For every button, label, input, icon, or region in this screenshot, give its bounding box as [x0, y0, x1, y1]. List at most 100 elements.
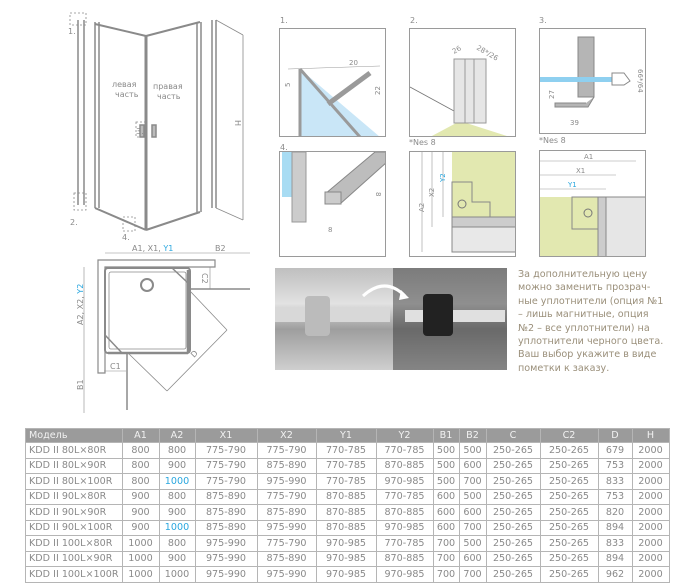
detail-6-dim-y1: Y1 [567, 181, 577, 189]
table-cell: 970-985 [375, 473, 434, 490]
model-cell: KDD II 90L×100R [25, 519, 123, 536]
column-header: X1 [194, 428, 258, 443]
table-cell: 500 [458, 442, 487, 459]
table-cell: 970-985 [375, 566, 434, 583]
dim-d-label: D [189, 349, 200, 360]
table-cell: 875-890 [256, 550, 317, 567]
table-cell: 894 [597, 519, 633, 536]
table-cell: 250-265 [485, 442, 541, 459]
table-cell: 250-265 [485, 535, 541, 552]
table-cell: 800 [158, 535, 196, 552]
left-part-label-2: часть [115, 90, 139, 99]
table-cell: 600 [432, 519, 460, 536]
column-header: H [631, 428, 670, 443]
table-cell: 600 [458, 504, 487, 521]
detail-2-dim-26: 26 [451, 44, 463, 56]
table-cell: 770-785 [315, 473, 377, 490]
table-cell: 500 [432, 473, 460, 490]
table-cell: 875-890 [256, 457, 317, 474]
table-cell: 2000 [631, 535, 670, 552]
table-cell: 975-990 [256, 473, 317, 490]
table-cell: 775-790 [194, 442, 258, 459]
table-cell: 1000 [121, 566, 160, 583]
detail-3-dim-27: 27 [548, 90, 556, 99]
table-cell: 250-265 [539, 488, 599, 505]
model-cell: KDD II 100L×100R [25, 566, 123, 583]
detail-3-box: 66*/64 27 39 [539, 28, 646, 134]
table-cell: 250-265 [485, 473, 541, 490]
detail-5-dim-x2: X2 [428, 188, 436, 197]
detail-1-label: 1. [280, 16, 288, 25]
table-cell: 775-790 [194, 457, 258, 474]
table-cell: 875-890 [194, 519, 258, 536]
table-cell: 970-985 [315, 566, 377, 583]
table-cell: 600 [432, 488, 460, 505]
right-part-label-1: правая [153, 82, 183, 91]
table-cell: 250-265 [539, 504, 599, 521]
detail-1-dim-20: 20 [349, 59, 358, 67]
table-cell: 2000 [631, 473, 670, 490]
table-cell: 1000 [121, 550, 160, 567]
table-cell: 770-785 [375, 535, 434, 552]
table-cell: 970-985 [375, 519, 434, 536]
table-cell: 2000 [631, 442, 670, 459]
note-line: За дополнительную цену [518, 269, 648, 280]
note-line: уплотнители черного цвета. [518, 336, 664, 348]
model-cell: KDD II 100L×80R [25, 535, 123, 552]
table-cell: 2000 [631, 457, 670, 474]
column-header: D [597, 428, 633, 443]
table-cell: 875-890 [256, 504, 317, 521]
table-cell: 800 [121, 442, 160, 459]
table-cell: 700 [432, 535, 460, 552]
table-cell: 700 [458, 519, 487, 536]
table-cell: 2000 [631, 550, 670, 567]
column-header: Y2 [375, 428, 434, 443]
table-cell: 700 [458, 566, 487, 583]
table-cell: 970-985 [315, 550, 377, 567]
table-cell: 1000 [158, 519, 196, 536]
table-cell: 500 [432, 457, 460, 474]
table-cell: 900 [121, 519, 160, 536]
table-cell: 1000 [158, 473, 196, 490]
seal-option-note: За дополнительную цену можно заменить пр… [518, 268, 683, 375]
table-cell: 875-890 [194, 504, 258, 521]
table-cell: 833 [597, 473, 633, 490]
table-cell: 820 [597, 504, 633, 521]
table-cell: 900 [158, 457, 196, 474]
table-cell: 970-985 [315, 535, 377, 552]
table-cell: 962 [597, 566, 633, 583]
column-header: B1 [432, 428, 460, 443]
table-cell: 870-885 [315, 519, 377, 536]
detail-5-dim-y2: Y2 [439, 173, 447, 183]
table-cell: 833 [597, 535, 633, 552]
table-cell: 975-990 [194, 535, 258, 552]
model-cell: KDD II 80L×80R [25, 442, 123, 459]
table-cell: 2000 [631, 504, 670, 521]
table-cell: 700 [432, 550, 460, 567]
detail-1-box: 20 5 22 [279, 28, 386, 137]
table-cell: 2000 [631, 488, 670, 505]
detail-marker-2: 2. [70, 218, 78, 227]
table-cell: 250-265 [539, 535, 599, 552]
table-cell: 770-785 [315, 442, 377, 459]
table-cell: 775-790 [256, 488, 317, 505]
table-cell: 250-265 [539, 457, 599, 474]
model-cell: KDD II 100L×90R [25, 550, 123, 567]
column-header: Y1 [315, 428, 377, 443]
table-cell: 600 [458, 457, 487, 474]
table-cell: 500 [458, 535, 487, 552]
note-line: можно заменить прозрач- [518, 282, 651, 294]
table-cell: 770-785 [375, 442, 434, 459]
detail-marker-3: 3. [136, 127, 144, 136]
left-part-label-1: левая [112, 80, 137, 89]
table-cell: 870-885 [315, 504, 377, 521]
table-cell: 2000 [631, 566, 670, 583]
table-cell: 770-785 [315, 457, 377, 474]
table-cell: 975-990 [194, 566, 258, 583]
table-cell: 753 [597, 457, 633, 474]
